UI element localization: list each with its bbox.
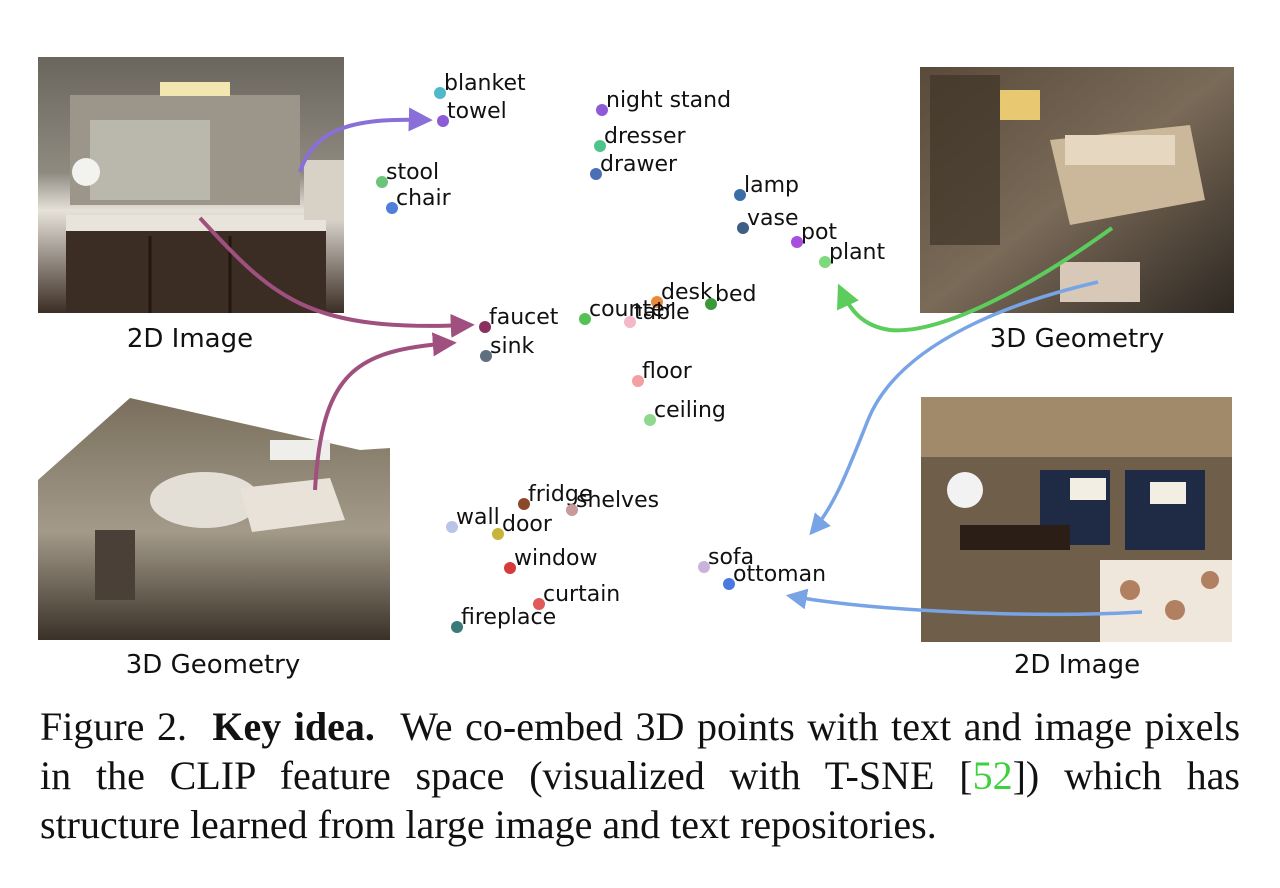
label-dresser: dresser xyxy=(604,124,687,149)
figure-caption: Figure 2. Key idea. We co-embed 3D point… xyxy=(40,702,1240,849)
living-2d-image xyxy=(921,397,1232,642)
point-ottoman xyxy=(723,578,735,590)
label-desk: desk xyxy=(661,280,713,305)
point-ceiling xyxy=(644,414,656,426)
label-vase: vase xyxy=(747,206,799,231)
panel-title-bathroom-2d: 2D Image xyxy=(127,324,253,354)
label-night-stand: night stand xyxy=(606,88,731,113)
point-bed xyxy=(705,298,717,310)
point-dresser xyxy=(594,140,606,152)
label-sink: sink xyxy=(490,334,535,359)
point-desk xyxy=(651,296,663,308)
label-curtain: curtain xyxy=(543,582,620,607)
bathroom-2d-image xyxy=(38,57,344,313)
label-sofa: sofa xyxy=(708,545,754,570)
label-plant: plant xyxy=(829,240,886,265)
arrow-plant xyxy=(837,226,1114,333)
point-stool xyxy=(376,176,388,188)
point-sofa xyxy=(698,561,710,573)
living-3d-geometry xyxy=(920,67,1234,313)
tsne-embedding: blanket towel night stand dresser drawer stoo… xyxy=(376,71,886,633)
point-towel xyxy=(437,115,449,127)
label-bed: bed xyxy=(715,282,756,307)
caption-title: Key idea. xyxy=(212,704,375,749)
arrow-ottoman-from-2d xyxy=(785,588,1143,617)
point-sink xyxy=(480,350,492,362)
label-shelves: shelves xyxy=(576,488,659,513)
label-door: door xyxy=(502,512,553,537)
point-fireplace xyxy=(451,621,463,633)
connection-arrows xyxy=(198,107,1143,617)
panel-title-living-2d: 2D Image xyxy=(1014,650,1140,680)
label-faucet: faucet xyxy=(489,305,559,330)
label-blanket: blanket xyxy=(444,71,526,96)
label-chair: chair xyxy=(396,186,452,211)
caption-text-end: ]) which has structure learned from larg… xyxy=(40,753,1240,847)
label-floor: floor xyxy=(642,359,693,384)
panel-title-bathroom-3d: 3D Geometry xyxy=(126,650,300,680)
point-wall xyxy=(446,521,458,533)
label-drawer: drawer xyxy=(600,152,678,177)
point-faucet xyxy=(479,321,491,333)
point-night-stand xyxy=(596,104,608,116)
caption-text: We co-embed 3D points with text and imag… xyxy=(40,704,1241,798)
point-chair xyxy=(386,202,398,214)
label-stool: stool xyxy=(386,160,439,185)
label-ceiling: ceiling xyxy=(654,398,726,423)
point-table xyxy=(624,316,636,328)
point-blanket xyxy=(434,87,446,99)
arrow-towel xyxy=(298,107,433,173)
figure-label: Figure 2. xyxy=(40,704,188,749)
point-door xyxy=(492,528,504,540)
point-curtain xyxy=(533,598,545,610)
label-wall: wall xyxy=(456,505,500,530)
label-fireplace: fireplace xyxy=(461,605,556,630)
point-counter xyxy=(579,313,591,325)
arrow-faucet xyxy=(198,216,475,338)
label-lamp: lamp xyxy=(744,173,799,198)
point-fridge xyxy=(518,498,530,510)
point-window xyxy=(504,562,516,574)
label-towel: towel xyxy=(447,99,507,124)
point-pot xyxy=(791,236,803,248)
bathroom-3d-geometry xyxy=(38,398,390,640)
point-vase xyxy=(737,222,749,234)
label-ottoman: ottoman xyxy=(733,562,826,587)
arrow-ottoman-from-3d xyxy=(809,280,1099,536)
label-window: window xyxy=(514,546,597,571)
point-drawer xyxy=(590,168,602,180)
label-fridge: fridge xyxy=(528,482,592,507)
label-table: table xyxy=(634,300,690,325)
point-floor xyxy=(632,375,644,387)
citation-link[interactable]: 52 xyxy=(972,753,1013,798)
point-plant xyxy=(819,256,831,268)
panel-title-living-3d: 3D Geometry xyxy=(990,324,1164,354)
arrow-sink xyxy=(313,332,457,491)
point-lamp xyxy=(734,189,746,201)
label-pot: pot xyxy=(801,220,837,245)
point-shelves xyxy=(566,504,578,516)
key-idea-figure: 2D Image 3D Geometry 3D Geometry 2D Imag… xyxy=(38,57,1234,680)
